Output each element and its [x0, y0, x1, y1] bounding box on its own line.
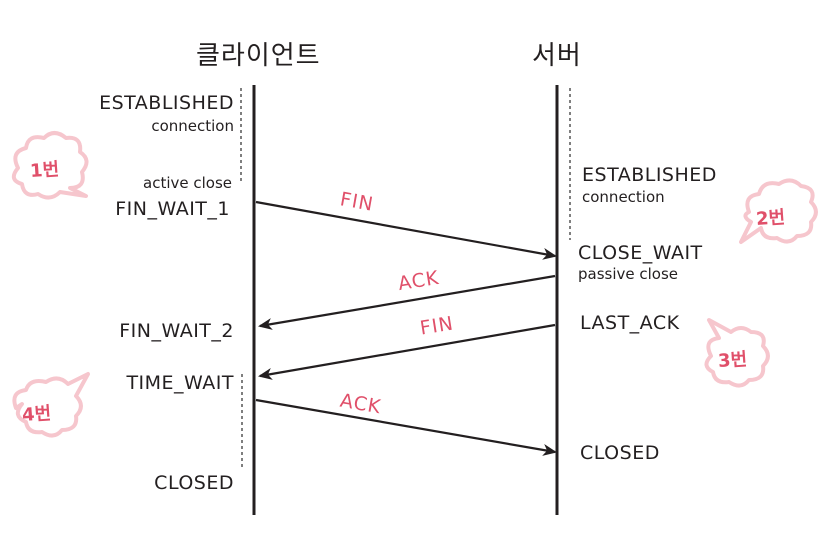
- server-state-last-ack: LAST_ACK: [580, 312, 680, 334]
- message-arrow-fin-2: [258, 323, 556, 380]
- client-state-established-sub: connection: [151, 117, 234, 135]
- step-label-1: 1번: [29, 159, 60, 182]
- client-title: 클라이언트: [196, 41, 321, 71]
- server-state-passive-close: passive close: [578, 265, 679, 283]
- server-state-closed: CLOSED: [580, 442, 660, 464]
- client-state-active-close: active close: [143, 174, 232, 192]
- client-state-fin-wait-2: FIN_WAIT_2: [119, 320, 234, 342]
- step-bubble-4: [12, 372, 90, 438]
- step-label-3: 3번: [717, 349, 748, 372]
- step-label-4: 4번: [21, 403, 52, 426]
- message-arrow-ack-1: [258, 274, 556, 330]
- step-bubble-3: [704, 318, 770, 388]
- step-bubble-2: [739, 178, 818, 244]
- client-state-fin-wait-1: FIN_WAIT_1: [115, 198, 230, 220]
- client-state-closed: CLOSED: [154, 472, 234, 494]
- message-arrow-ack-2: [255, 398, 557, 456]
- client-state-established: ESTABLISHED: [99, 92, 234, 114]
- step-label-2: 2번: [755, 207, 786, 230]
- server-state-established: ESTABLISHED: [582, 164, 717, 186]
- step-bubble-1: [11, 131, 89, 200]
- server-title: 서버: [532, 41, 582, 71]
- client-state-time-wait: TIME_WAIT: [126, 372, 234, 394]
- server-state-established-sub: connection: [582, 188, 665, 206]
- message-arrow-fin-1: [255, 200, 557, 260]
- server-state-close-wait: CLOSE_WAIT: [578, 242, 703, 264]
